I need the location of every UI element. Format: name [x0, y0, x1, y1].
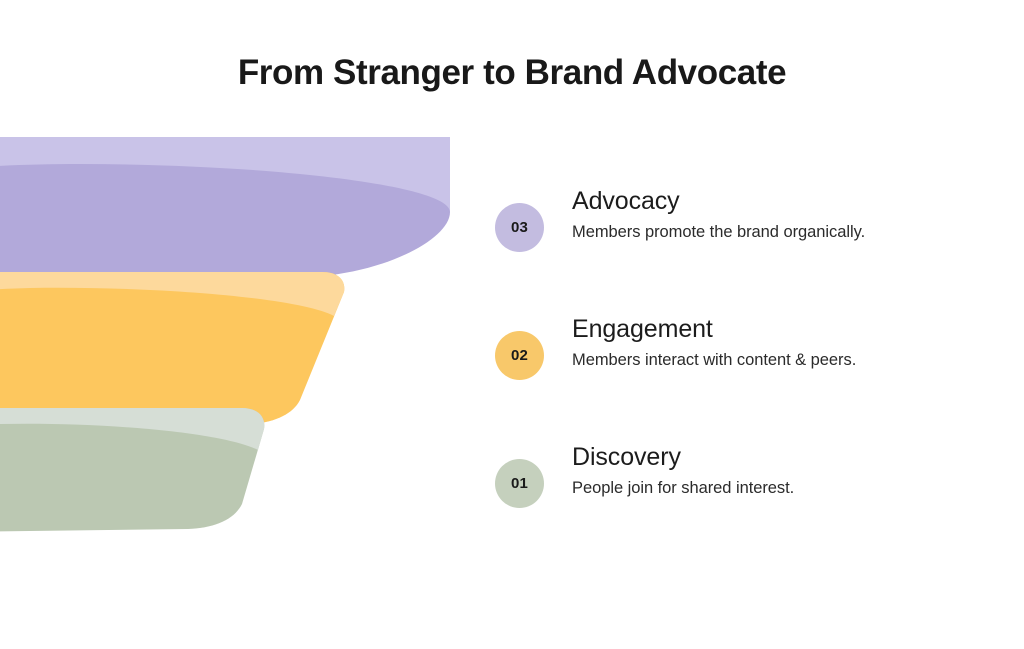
legend-description-advocacy: Members promote the brand organically.: [572, 223, 866, 242]
legend-heading-discovery: Discovery: [572, 443, 681, 471]
funnel-band-engagement: [0, 272, 345, 428]
funnel-band-discovery-top: [0, 408, 265, 450]
funnel-legend-list: 03 Advocacy Members promote the brand or…: [495, 186, 995, 508]
funnel-band-advocacy-top: [0, 137, 450, 212]
legend-text-discovery: Discovery People join for shared interes…: [572, 442, 794, 500]
slide-canvas: From Stranger to Brand Advocate: [0, 53, 995, 560]
legend-item-advocacy[interactable]: 03 Advocacy Members promote the brand or…: [495, 186, 995, 252]
funnel-band-discovery: [0, 408, 265, 532]
funnel-band-advocacy: [0, 137, 450, 285]
legend-description-engagement: Members interact with content & peers.: [572, 351, 857, 370]
funnel-diagram: [0, 120, 450, 560]
legend-badge-02: 02: [495, 331, 544, 380]
legend-item-discovery[interactable]: 01 Discovery People join for shared inte…: [495, 442, 995, 508]
legend-heading-engagement: Engagement: [572, 315, 713, 343]
funnel-band-engagement-top: [0, 272, 345, 316]
page-title: From Stranger to Brand Advocate: [237, 53, 787, 92]
legend-text-engagement: Engagement Members interact with content…: [572, 314, 856, 372]
funnel-band-engagement-body: [0, 272, 345, 428]
funnel-svg: [0, 137, 450, 532]
legend-text-advocacy: Advocacy Members promote the brand organ…: [572, 186, 865, 244]
legend-heading-advocacy: Advocacy: [572, 187, 680, 215]
funnel-band-discovery-body: [0, 408, 265, 532]
legend-badge-03: 03: [495, 203, 544, 252]
legend-description-discovery: People join for shared interest.: [572, 479, 795, 498]
legend-item-engagement[interactable]: 02 Engagement Members interact with cont…: [495, 314, 995, 380]
legend-badge-01: 01: [495, 459, 544, 508]
